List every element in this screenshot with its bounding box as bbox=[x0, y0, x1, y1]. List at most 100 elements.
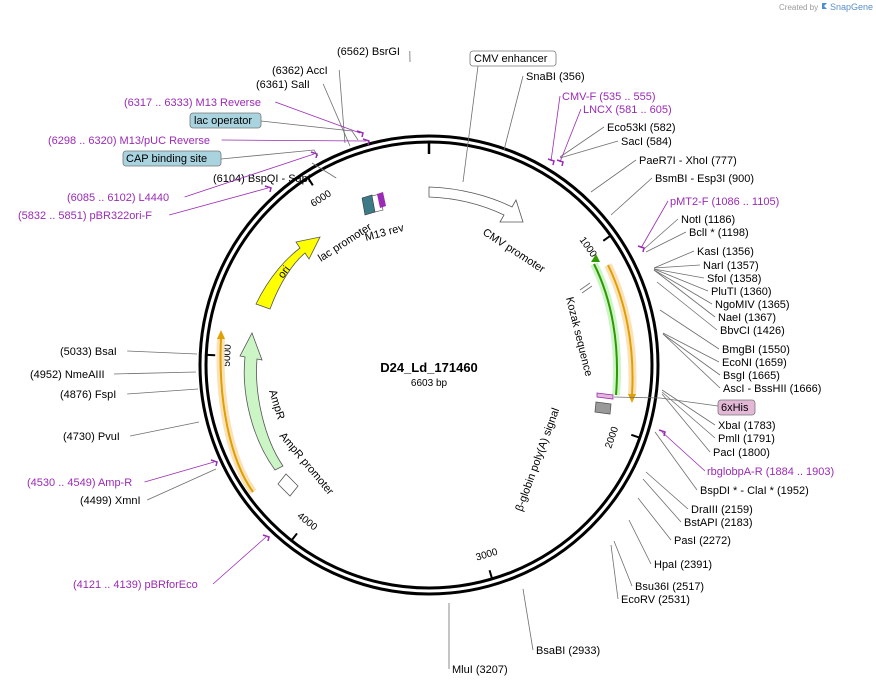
kozak-sequence-label: Kozak sequence bbox=[563, 296, 594, 378]
ruler-tick bbox=[488, 569, 493, 579]
ruler-tick-label: 4000 bbox=[295, 511, 320, 534]
ruler-tick bbox=[307, 178, 314, 186]
site-sfoi[interactable]: SfoI (1358) bbox=[653, 268, 761, 285]
primer-cmv-f[interactable]: CMV-F (535 .. 555) bbox=[547, 91, 656, 166]
site-bsu36i[interactable]: Bsu36I (2517) bbox=[613, 540, 704, 593]
svg-text:BbvCI (1426): BbvCI (1426) bbox=[720, 325, 785, 337]
site-asci-bsshii[interactable]: AscI - BssHII (1666) bbox=[662, 333, 821, 395]
site-leader bbox=[503, 75, 524, 151]
primer-pbrforeco[interactable]: (4121 .. 4139) pBRforEco bbox=[73, 534, 270, 591]
site-kasi[interactable]: KasI (1356) bbox=[653, 246, 754, 269]
site-ecorv[interactable]: EcoRV (2531) bbox=[610, 544, 690, 606]
site-acci[interactable]: (6362) AccI bbox=[272, 65, 346, 144]
svg-text:BstAPI (2183): BstAPI (2183) bbox=[684, 517, 752, 529]
created-by-credit: Created by bbox=[779, 3, 818, 12]
primer-pbr322ori-f[interactable]: (5832 .. 5851) pBR322ori-F bbox=[18, 185, 272, 222]
6xhis-box[interactable]: 6xHis bbox=[613, 396, 756, 416]
site-bsrgi[interactable]: (6562) BsrGI bbox=[337, 46, 411, 63]
primer-leader bbox=[661, 431, 706, 472]
site-fspi[interactable]: (4876) FspI bbox=[60, 388, 199, 401]
site-bstapi[interactable]: BstAPI (2183) bbox=[642, 478, 752, 529]
svg-text:(6317 .. 6333) M13 Reverse: (6317 .. 6333) M13 Reverse bbox=[124, 97, 261, 109]
svg-text:(5832 .. 5851) pBR322ori-F: (5832 .. 5851) pBR322ori-F bbox=[18, 210, 152, 222]
primer-m13-reverse[interactable]: (6317 .. 6333) M13 Reverse bbox=[124, 97, 364, 138]
site-sali[interactable]: (6361) SalI bbox=[256, 79, 351, 147]
site-nmeaiii[interactable]: (4952) NmeAIII bbox=[30, 369, 197, 381]
site-leader bbox=[656, 281, 718, 331]
primer-binding-mark bbox=[264, 185, 272, 193]
site-naei[interactable]: NaeI (1367) bbox=[653, 269, 776, 324]
site-leader bbox=[653, 269, 716, 318]
site-leader bbox=[127, 388, 199, 395]
site-leader bbox=[653, 269, 713, 305]
svg-text:DraIII (2159): DraIII (2159) bbox=[691, 504, 753, 516]
site-paci[interactable]: PacI (1800) bbox=[661, 393, 770, 459]
lac-operator-box[interactable]: lac operator bbox=[189, 112, 359, 141]
feature-ampr: AmpR bbox=[239, 332, 287, 471]
site-xbai[interactable]: XbaI (1783) bbox=[661, 389, 775, 432]
svg-text:XbaI (1783): XbaI (1783) bbox=[718, 420, 775, 432]
site-bsabi[interactable]: BsaBI (2933) bbox=[522, 588, 600, 657]
snapgene-logo: SnapGene bbox=[822, 2, 873, 12]
site-paer7i-xhoi[interactable]: PaeR7I - XhoI (777) bbox=[590, 155, 737, 193]
site-leader bbox=[661, 393, 711, 453]
cmv-enhancer-box[interactable]: CMV enhancer bbox=[462, 50, 557, 183]
site-bsai[interactable]: (5033) BsaI bbox=[60, 346, 198, 358]
ruler-tick bbox=[291, 532, 298, 541]
site-leader bbox=[613, 540, 633, 587]
site-leader bbox=[311, 162, 337, 179]
site-econi[interactable]: EcoNI (1659) bbox=[662, 332, 787, 369]
site-mlui[interactable]: MluI (3207) bbox=[448, 603, 508, 676]
svg-text:(4499) XmnI: (4499) XmnI bbox=[80, 495, 141, 507]
primer-amp-r[interactable]: (4530 .. 4549) Amp-R bbox=[27, 459, 218, 489]
cap-binding-site-box[interactable]: CAP binding site bbox=[122, 149, 319, 167]
svg-text:SnapGene: SnapGene bbox=[830, 2, 873, 12]
site-pluti[interactable]: PluTI (1360) bbox=[653, 268, 772, 298]
feature-ampr-promoter: AmpR promoter bbox=[277, 430, 336, 497]
svg-text:(4952) NmeAIII: (4952) NmeAIII bbox=[30, 369, 105, 381]
site-bsmbi-esp3i[interactable]: BsmBI - Esp3I (900) bbox=[610, 173, 754, 216]
primer-leader bbox=[221, 139, 367, 142]
site-eco53ki[interactable]: Eco53kI (582) bbox=[559, 122, 675, 158]
site-noti[interactable]: NotI (1186) bbox=[643, 214, 735, 250]
svg-text:EcoRV (2531): EcoRV (2531) bbox=[621, 594, 690, 606]
site-pmli[interactable]: PmlI (1791) bbox=[661, 391, 775, 445]
site-bbvci[interactable]: BbvCI (1426) bbox=[656, 281, 785, 337]
site-draiii[interactable]: DraIII (2159) bbox=[645, 471, 753, 516]
site-leader bbox=[662, 333, 721, 389]
primer-rbglobpa-r[interactable]: rbglobpA-R (1884 .. 1903) bbox=[658, 429, 834, 478]
svg-text:lac operator: lac operator bbox=[194, 115, 252, 127]
svg-text:NotI (1186): NotI (1186) bbox=[681, 214, 735, 226]
site-leader bbox=[653, 268, 705, 279]
svg-text:PmlI (1791): PmlI (1791) bbox=[718, 433, 775, 445]
site-ngomiv[interactable]: NgoMIV (1365) bbox=[653, 269, 790, 311]
svg-text:PasI (2272): PasI (2272) bbox=[674, 535, 731, 547]
primer-lncx[interactable]: LNCX (581 .. 605) bbox=[556, 104, 672, 167]
site-nari[interactable]: NarI (1357) bbox=[653, 260, 759, 272]
site-leader bbox=[637, 497, 672, 541]
site-xmni[interactable]: (4499) XmnI bbox=[80, 468, 217, 507]
svg-text:BspDI * - ClaI * (1952): BspDI * - ClaI * (1952) bbox=[700, 485, 809, 497]
site-pvui[interactable]: (4730) PvuI bbox=[63, 421, 200, 443]
site-pasi[interactable]: PasI (2272) bbox=[637, 497, 731, 547]
primer-pmt2-f[interactable]: pMT2-F (1086 .. 1105) bbox=[637, 196, 779, 253]
site-leader bbox=[628, 519, 652, 565]
site-bspqi-sapi[interactable]: (6104) BspQI - SapI bbox=[213, 162, 337, 185]
feature-orf-green bbox=[590, 254, 622, 396]
svg-text:SfoI (1358): SfoI (1358) bbox=[707, 273, 761, 285]
site-leader bbox=[113, 371, 197, 375]
svg-text:BsmBI - Esp3I (900): BsmBI - Esp3I (900) bbox=[655, 173, 754, 185]
svg-text:(5033) BsaI: (5033) BsaI bbox=[60, 346, 117, 358]
site-hpai[interactable]: HpaI (2391) bbox=[628, 519, 712, 571]
site-bsgi[interactable]: BsgI (1665) bbox=[662, 333, 780, 382]
site-bmgbi[interactable]: BmgBI (1550) bbox=[659, 309, 790, 356]
primer-m13-puc-reverse[interactable]: (6298 .. 6320) M13/pUC Reverse bbox=[48, 135, 370, 147]
site-saci[interactable]: SacI (584) bbox=[559, 136, 672, 159]
globin-polya-label: β-globin poly(A) signal bbox=[514, 406, 563, 513]
site-leader bbox=[645, 231, 687, 253]
svg-text:(6361) SalI: (6361) SalI bbox=[256, 79, 310, 91]
site-bcli[interactable]: BclI * (1198) bbox=[645, 227, 749, 253]
site-snabi[interactable]: SnaBI (356) bbox=[503, 71, 585, 151]
site-bspdi-clai[interactable]: BspDI * - ClaI * (1952) bbox=[654, 431, 809, 497]
